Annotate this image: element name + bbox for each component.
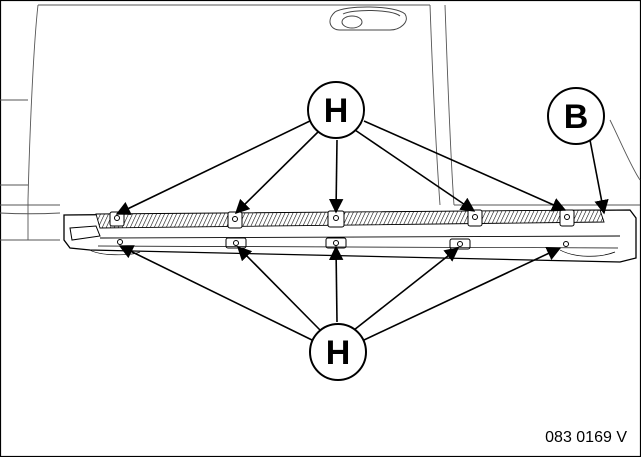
bottom-h-arrows	[118, 245, 562, 341]
callout-top-h-label: H	[324, 92, 349, 130]
upper-clips	[109, 209, 575, 229]
callout-bottom-h-circle	[309, 323, 367, 381]
top-h-arrows	[115, 119, 567, 215]
door-handle	[329, 6, 407, 31]
callout-top-h-circle	[307, 81, 365, 139]
sill-trim-panel	[63, 209, 637, 263]
callout-b-label: B	[564, 98, 589, 136]
callout-b-circle	[547, 87, 605, 145]
figure-id: 083 0169 V	[545, 429, 627, 446]
vehicle-body-outline	[0, 4, 641, 241]
b-arrow	[589, 139, 609, 215]
callout-bottom-h-label: H	[326, 334, 351, 372]
